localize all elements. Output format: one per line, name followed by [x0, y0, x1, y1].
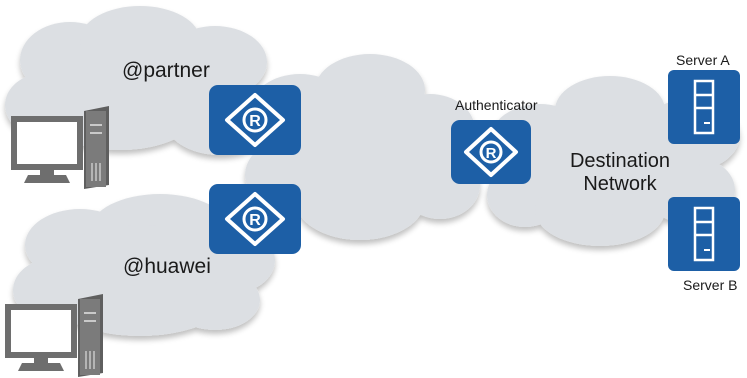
authenticator-label: Authenticator [455, 97, 538, 113]
router-icon: R [209, 184, 301, 254]
server-icon [668, 70, 740, 144]
destination-line-2: Network [583, 173, 657, 195]
server-b-label: Server B [683, 277, 738, 293]
destination-network-label: Destination Network [560, 150, 680, 196]
svg-text:R: R [249, 212, 261, 229]
pc-icon [11, 106, 109, 189]
partner-domain-label: @partner [122, 59, 210, 82]
router-icon: R [451, 120, 531, 184]
huawei-domain-label: @huawei [123, 255, 211, 278]
destination-line-1: Destination [569, 150, 671, 172]
cloud-huawei [13, 194, 275, 336]
server-icon [668, 197, 740, 271]
svg-text:R: R [486, 145, 497, 162]
pc-icon [5, 294, 103, 377]
svg-text:R: R [249, 113, 261, 130]
server-a-label: Server A [676, 52, 730, 68]
router-icon: R [209, 85, 301, 155]
